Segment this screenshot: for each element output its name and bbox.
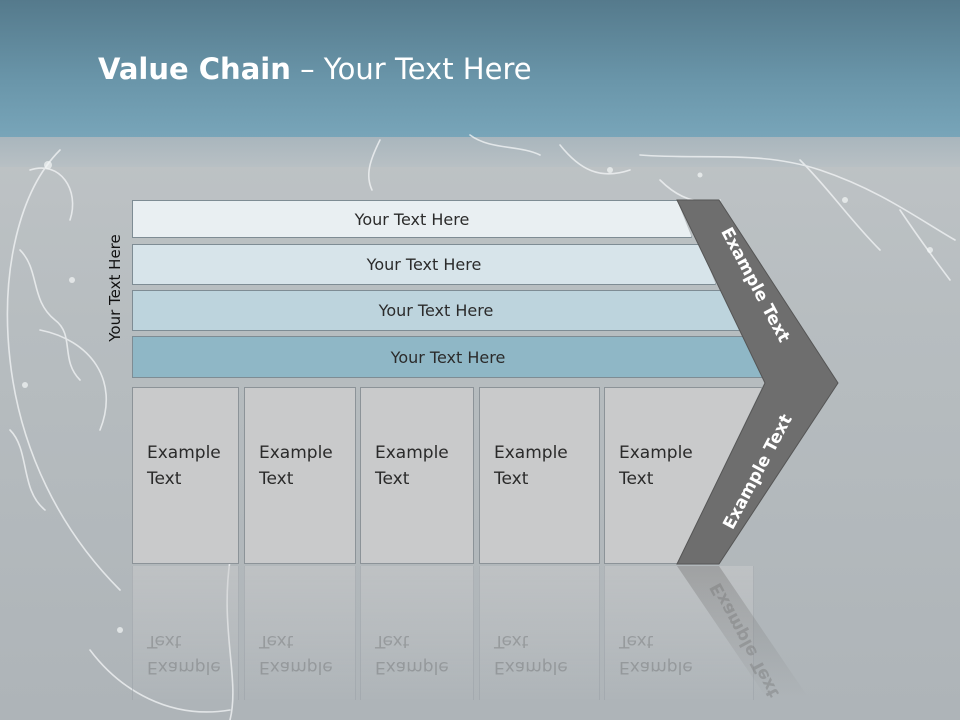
column-3-line2: Text xyxy=(375,469,410,489)
bar-1: Your Text Here xyxy=(132,200,692,238)
column-2-line2: Text xyxy=(259,469,294,489)
page-title: Value Chain – Your Text Here xyxy=(98,52,532,86)
bar-3-label: Your Text Here xyxy=(378,301,494,320)
header-sub-band xyxy=(0,137,960,167)
column-2-line1: Example xyxy=(259,443,333,463)
column-3-line1: Example xyxy=(375,443,449,463)
column-4: Example Text xyxy=(479,387,600,564)
bar-1-label: Your Text Here xyxy=(354,209,470,229)
column-3: Example Text xyxy=(360,387,474,564)
column-1-line2: Text xyxy=(147,469,182,489)
chevron-reflection xyxy=(677,566,810,700)
chevron-shape xyxy=(676,199,839,565)
header-band xyxy=(0,0,960,137)
column-1-line1: Example xyxy=(147,443,221,463)
column-4-line1: Example xyxy=(494,443,568,463)
title-rest: – Your Text Here xyxy=(290,52,532,86)
bar-2-label: Your Text Here xyxy=(366,255,482,274)
column-5-line2: Text xyxy=(619,469,654,489)
bar-4: Your Text Here xyxy=(132,336,764,378)
bar-3: Your Text Here xyxy=(132,290,740,331)
column-5-line1: Example xyxy=(619,443,693,463)
column-2: Example Text xyxy=(244,387,356,564)
column-1: Example Text xyxy=(132,387,239,564)
title-bold: Value Chain xyxy=(98,52,291,86)
bar-2: Your Text Here xyxy=(132,244,716,285)
bar-4-label: Your Text Here xyxy=(390,347,506,367)
column-4-line2: Text xyxy=(494,469,529,489)
